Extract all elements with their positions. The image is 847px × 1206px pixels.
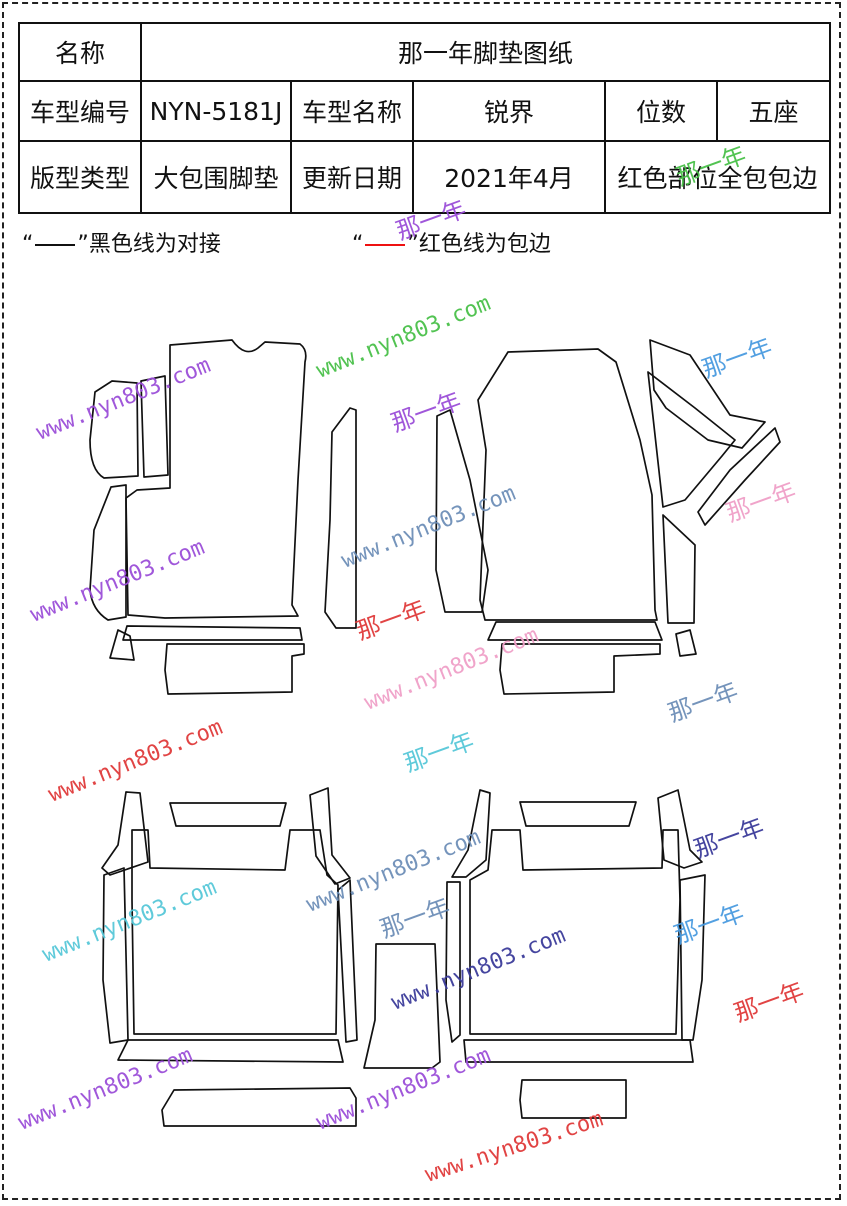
rear-left-mat-set — [101, 787, 358, 1127]
pattern-type-label: 版型类型 — [18, 140, 142, 214]
name-label: 名称 — [18, 22, 142, 82]
front-left-heel-pad — [164, 643, 305, 695]
front-right-firewall-strip — [649, 339, 766, 449]
legend-red-quote-close: ” — [407, 232, 419, 257]
watermark-url: www.nyn803.com — [361, 623, 542, 716]
rear-left-outer-fin-upper — [101, 791, 149, 876]
watermark-url: www.nyn803.com — [338, 481, 519, 574]
update-date-value: 2021年4月 — [412, 140, 606, 214]
rear-right-mat-set — [445, 789, 706, 1119]
watermark-url: www.nyn803.com — [303, 825, 484, 918]
front-left-mat-set — [89, 339, 357, 695]
front-left-sill-strip — [122, 625, 303, 641]
legend-red-line: “ ”红色线为包边 — [352, 226, 551, 258]
rear-right-sill-strip — [463, 1039, 694, 1063]
model-name-value: 锐界 — [412, 80, 606, 142]
front-left-door-strip-upper — [89, 380, 139, 479]
legend-black-quote-close: ” — [77, 232, 89, 257]
rear-left-outer-fin-lower — [102, 867, 129, 1044]
model-name-label: 车型名称 — [290, 80, 414, 142]
rear-right-inner-fin-upper — [451, 789, 491, 878]
red-line-sample — [365, 244, 406, 246]
rear-left-main-mat — [131, 829, 339, 1035]
watermark-brand: 那一年 — [376, 893, 453, 944]
update-date-label: 更新日期 — [290, 140, 414, 214]
rear-center-hump-mat — [363, 943, 441, 1069]
front-left-tunnel-strip — [324, 407, 357, 629]
legend-black-quote-open: “ — [22, 232, 34, 257]
legend-black-line: “ ”黑色线为对接 — [22, 226, 221, 258]
model-code-value: NYN-5181J — [140, 80, 292, 142]
rear-left-inner-fin-upper — [309, 787, 351, 885]
rear-right-outer-fin-upper — [657, 789, 703, 869]
watermark-url: www.nyn803.com — [27, 535, 208, 628]
rear-left-upper-strip — [169, 802, 287, 827]
watermark-brand: 那一年 — [670, 899, 747, 950]
rear-right-main-mat — [469, 829, 681, 1035]
front-right-sill-strip — [487, 621, 663, 641]
watermark-brand: 那一年 — [387, 387, 464, 438]
front-right-mat-set — [435, 339, 781, 695]
watermark-brand: 那一年 — [392, 195, 469, 246]
legend-black-text: 黑色线为对接 — [88, 232, 221, 257]
watermark-brand: 那一年 — [672, 141, 749, 192]
rear-right-bottom-pad — [519, 1079, 627, 1119]
front-right-tunnel-strip — [435, 409, 489, 613]
rear-right-inner-fin-lower — [445, 881, 461, 1043]
front-left-pillar-strip — [140, 375, 169, 478]
front-right-kick-strip — [697, 427, 781, 526]
rear-left-bottom-pad — [161, 1087, 357, 1127]
spec-row-type: 版型类型 大包围脚垫 更新日期 2021年4月 红色部位全包包边 — [18, 140, 832, 214]
watermark-brand: 那一年 — [400, 727, 477, 778]
watermark-url: www.nyn803.com — [388, 923, 569, 1016]
watermark-brand: 那一年 — [730, 977, 807, 1028]
front-right-small-corner — [675, 629, 697, 657]
model-code-label: 车型编号 — [18, 80, 142, 142]
watermark-url: www.nyn803.com — [33, 353, 214, 446]
rear-right-upper-strip — [519, 801, 637, 827]
watermark-brand: 那一年 — [722, 477, 799, 528]
watermark-url: www.nyn803.com — [313, 291, 494, 384]
black-line-sample — [35, 244, 76, 246]
watermark-brand: 那一年 — [690, 813, 767, 864]
watermark-url: www.nyn803.com — [422, 1107, 606, 1188]
seats-value: 五座 — [715, 80, 832, 142]
seats-label: 位数 — [604, 80, 718, 142]
rear-left-inner-fin-lower — [337, 879, 358, 1043]
watermark-url: www.nyn803.com — [45, 715, 226, 808]
front-right-wheel-arch-strip — [647, 371, 736, 508]
front-left-main-mat — [125, 339, 307, 619]
note-value: 红色部位全包包边 — [603, 140, 832, 214]
front-right-main-mat — [477, 348, 658, 621]
watermark-url: www.nyn803.com — [313, 1043, 494, 1136]
legend-red-text: 红色线为包边 — [418, 232, 551, 257]
name-value: 那一年脚垫图纸 — [139, 22, 832, 82]
watermark-url: www.nyn803.com — [39, 875, 220, 968]
front-right-heel-pad — [499, 643, 661, 695]
rear-right-outer-fin-lower — [679, 874, 706, 1041]
watermark-brand: 那一年 — [664, 677, 741, 728]
front-right-door-strip — [662, 514, 696, 624]
watermark-brand: 那一年 — [698, 333, 775, 384]
legend-red-quote-open: “ — [352, 232, 364, 257]
watermark-brand: 那一年 — [352, 595, 429, 646]
pattern-type-value: 大包围脚垫 — [140, 140, 292, 214]
front-left-small-corner — [109, 629, 135, 661]
rear-left-sill-strip — [117, 1039, 344, 1063]
spec-table: 名称 那一年脚垫图纸 车型编号 NYN-5181J 车型名称 锐界 位数 五座 … — [18, 22, 832, 214]
watermark-url: www.nyn803.com — [15, 1043, 196, 1136]
spec-row-model: 车型编号 NYN-5181J 车型名称 锐界 位数 五座 — [18, 80, 832, 142]
front-left-door-strip-lower — [89, 484, 127, 621]
spec-row-name: 名称 那一年脚垫图纸 — [18, 22, 832, 82]
